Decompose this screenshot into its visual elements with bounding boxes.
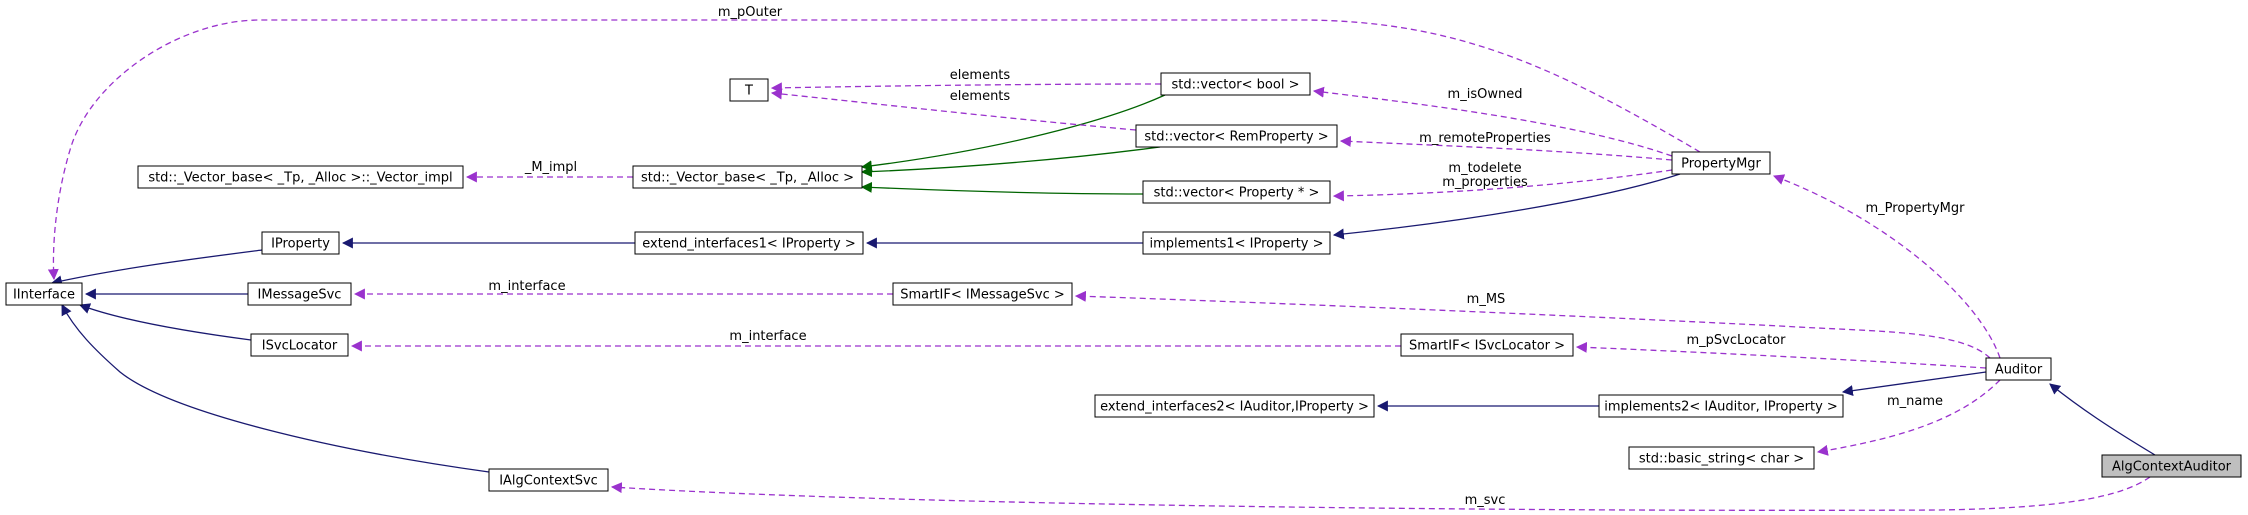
class-label: Auditor <box>1995 363 2043 378</box>
class-label: IAlgContextSvc <box>499 474 598 489</box>
class-label: AlgContextAuditor <box>2112 460 2232 475</box>
edge-VecProp-to-VectorBase <box>860 181 1144 195</box>
class-label: implements2< IAuditor, IProperty > <box>1604 400 1838 415</box>
class-label: std::basic_string< char > <box>1639 452 1804 467</box>
class-box <box>1628 446 1815 470</box>
edge-label: m_interface <box>488 279 565 294</box>
edge-PropertyMgr-to-Impl1 <box>1332 173 1681 240</box>
class-box <box>2101 454 2242 478</box>
class-label: IInterface <box>13 288 75 303</box>
class-label: implements1< IProperty > <box>1149 237 1323 252</box>
class-node-extiface2[interactable]: extend_interfaces2< IAuditor,IProperty > <box>1094 394 1375 418</box>
class-box <box>488 468 609 492</box>
class-box <box>1598 394 1844 418</box>
edge-IAlgContextSvc-to-IInterface <box>61 304 490 473</box>
edge-Auditor-to-Impl2 <box>1841 371 1987 397</box>
class-node-impl2[interactable]: implements2< IAuditor, IProperty > <box>1598 394 1844 418</box>
edge-VecRem-to-T <box>770 88 1137 131</box>
class-node-propertymgr[interactable]: PropertyMgr <box>1671 151 1771 175</box>
class-box <box>632 165 863 189</box>
edge-PropertyMgr-to-VecProp <box>1332 169 1673 202</box>
edge-label: m_MS <box>1467 292 1506 307</box>
class-label: std::_Vector_base< _Tp, _Alloc >::_Vecto… <box>148 171 452 186</box>
edge-VecBool-to-VectorBase <box>860 94 1166 172</box>
class-node-algcontextauditor[interactable]: AlgContextAuditor <box>2101 454 2242 478</box>
class-node-ialgcontextsvc[interactable]: IAlgContextSvc <box>488 468 609 492</box>
class-label: T <box>744 84 753 99</box>
class-label: PropertyMgr <box>1681 157 1761 172</box>
class-box <box>261 231 340 255</box>
class-label: std::vector< RemProperty > <box>1144 130 1328 145</box>
edge-VecBool-to-T <box>770 82 1162 94</box>
class-node-t: T <box>729 78 769 102</box>
edge-label: m_name <box>1887 394 1943 409</box>
class-box <box>1142 231 1331 255</box>
edge-label: elements <box>950 68 1011 83</box>
class-node-isvclocator[interactable]: ISvcLocator <box>250 333 349 357</box>
edge-Auditor-to-SmartSvc <box>1575 341 1987 369</box>
class-node-smartmsg[interactable]: SmartIF< IMessageSvc > <box>892 282 1073 306</box>
class-box <box>247 282 352 306</box>
class-node-basicstring[interactable]: std::basic_string< char > <box>1628 446 1815 470</box>
edge-label: m_PropertyMgr <box>1866 201 1966 216</box>
class-box <box>250 333 349 357</box>
class-node-vecbool[interactable]: std::vector< bool > <box>1160 72 1311 96</box>
class-label: extend_interfaces1< IProperty > <box>642 237 855 252</box>
edge-label: m_pOuter <box>718 5 783 20</box>
edge-label: m_svc <box>1465 493 1506 508</box>
edge-label: _M_impl <box>524 160 577 175</box>
edge-label: m_isOwned <box>1448 87 1523 102</box>
class-label: IProperty <box>271 237 330 252</box>
class-box <box>729 78 769 102</box>
edge-PropertyMgr-to-VecBool <box>1312 86 1673 157</box>
class-node-smartsvc[interactable]: SmartIF< ISvcLocator > <box>1400 333 1574 357</box>
class-label: std::vector< Property * > <box>1154 186 1320 201</box>
class-label: std::_Vector_base< _Tp, _Alloc > <box>641 171 854 186</box>
edge-label: elements <box>950 89 1011 104</box>
class-node-iproperty[interactable]: IProperty <box>261 231 340 255</box>
class-box <box>1160 72 1311 96</box>
class-node-vecprop[interactable]: std::vector< Property * > <box>1142 180 1331 204</box>
edge-Auditor-to-PropertyMgr <box>1772 174 2001 359</box>
edge-AlgContextAuditor-to-Auditor <box>2049 383 2156 456</box>
class-box <box>1094 394 1375 418</box>
class-node-vectorimpl[interactable]: std::_Vector_base< _Tp, _Alloc >::_Vecto… <box>137 165 464 189</box>
class-label: ISvcLocator <box>262 339 338 354</box>
edge-ISvcLocator-to-IInterface <box>78 303 252 341</box>
class-box <box>1142 180 1331 204</box>
class-label: std::vector< bool > <box>1172 78 1300 93</box>
edge-Auditor-to-SmartMsg <box>1074 290 1991 359</box>
edge-label: m_interface <box>729 329 806 344</box>
class-box <box>1985 357 2052 381</box>
class-node-vecrem[interactable]: std::vector< RemProperty > <box>1135 124 1338 148</box>
class-box <box>892 282 1073 306</box>
class-box <box>1400 333 1574 357</box>
class-label: IMessageSvc <box>258 288 342 303</box>
class-node-extiface1[interactable]: extend_interfaces1< IProperty > <box>634 231 864 255</box>
edge-AlgContextAuditor-to-IAlgContextSvc <box>610 476 2151 511</box>
class-label: SmartIF< ISvcLocator > <box>1409 339 1565 354</box>
class-box <box>5 282 83 306</box>
class-box <box>137 165 464 189</box>
class-box <box>1671 151 1771 175</box>
class-box <box>634 231 864 255</box>
edge-Auditor-to-BasicString <box>1816 379 2001 456</box>
class-node-iinterface[interactable]: IInterface <box>5 282 83 306</box>
class-node-imessagesvc[interactable]: IMessageSvc <box>247 282 352 306</box>
class-label: SmartIF< IMessageSvc > <box>900 288 1065 303</box>
edge-label: m_remoteProperties <box>1419 131 1551 146</box>
class-node-auditor[interactable]: Auditor <box>1985 357 2052 381</box>
edge-IProperty-to-IInterface <box>50 249 263 287</box>
edge-PropertyMgr-to-IInterface <box>47 19 1701 281</box>
class-box <box>1135 124 1338 148</box>
edge-VecRem-to-VectorBase <box>860 146 1161 178</box>
edge-label: m_pSvcLocator <box>1687 333 1787 348</box>
class-node-vectorbase[interactable]: std::_Vector_base< _Tp, _Alloc > <box>632 165 863 189</box>
class-label: extend_interfaces2< IAuditor,IProperty > <box>1100 400 1369 415</box>
class-node-impl1[interactable]: implements1< IProperty > <box>1142 231 1331 255</box>
edge-PropertyMgr-to-VecRem <box>1339 135 1673 161</box>
